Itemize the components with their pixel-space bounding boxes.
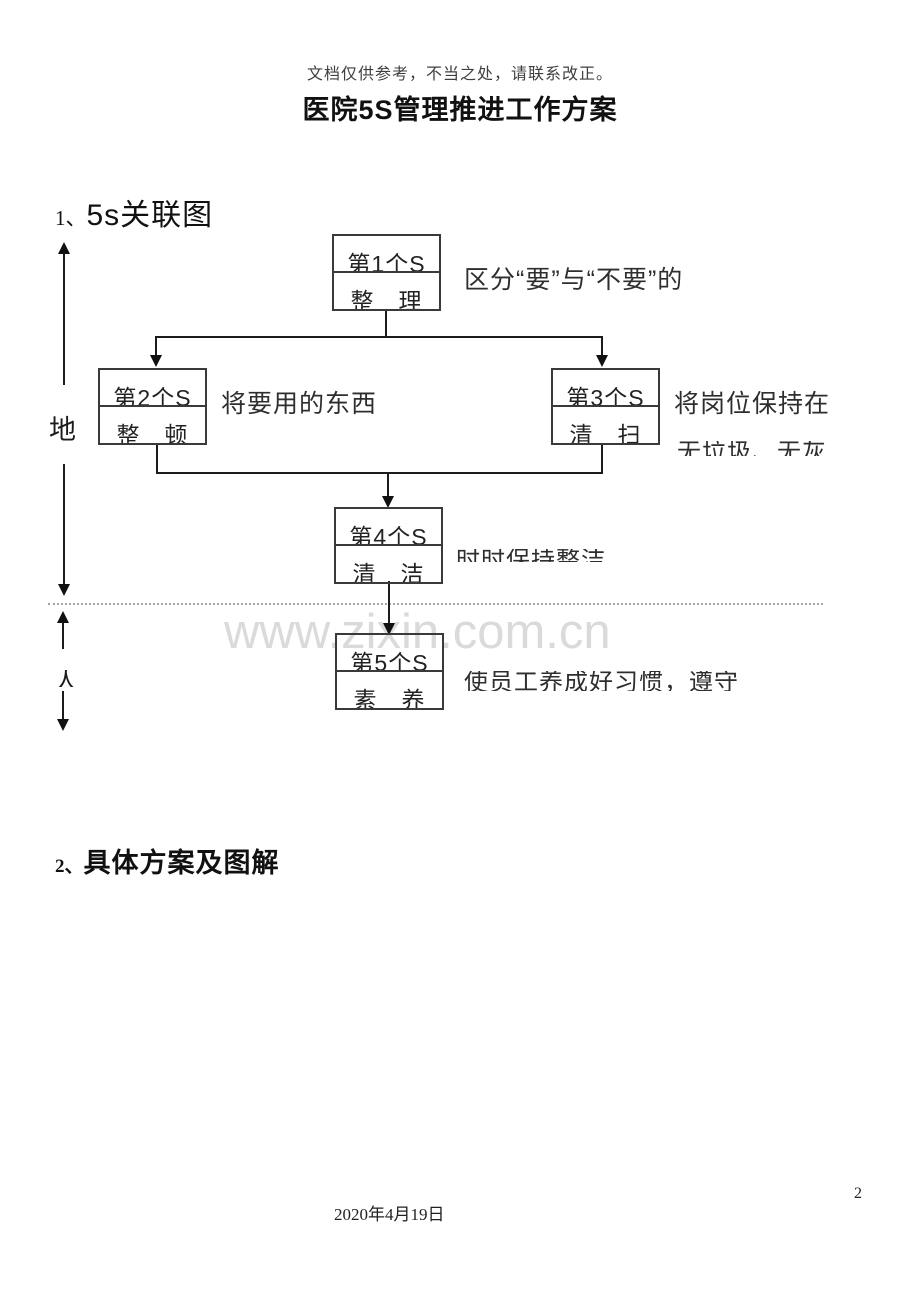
axis2-line-upper xyxy=(62,622,64,649)
note-s1: 区分“要”与“不要”的 xyxy=(464,266,684,294)
note-s4: 时时保持整洁 xyxy=(456,549,656,562)
axis2-line-lower xyxy=(62,691,64,720)
flow-box-s3-title-cell: 第3个S xyxy=(553,370,658,407)
section1-number: 1、 xyxy=(55,206,87,230)
flow-box-s4-name-cell: 清 洁 xyxy=(352,561,425,583)
watermark: www.zixin.com.cn xyxy=(224,605,611,659)
note-s3-line1: 将岗位保持在 xyxy=(674,390,831,418)
page-title: 医院5S管理推进工作方案 xyxy=(302,95,618,125)
axis-line-upper xyxy=(63,253,65,385)
axis-arrowhead-down xyxy=(58,584,70,596)
note-s2: 将要用的东西 xyxy=(221,390,378,418)
connector-drop-right xyxy=(601,336,603,357)
flow-box-s2-title-cell: 第2个S xyxy=(100,370,205,407)
axis2-arrowhead-down xyxy=(57,719,69,731)
connector-s5-stem xyxy=(388,581,390,625)
section1-heading: 1、5s关联图 xyxy=(55,190,213,234)
flow-box-s3: 第3个S 清 扫 xyxy=(551,368,660,445)
connector-arrowhead-s5 xyxy=(383,623,395,635)
note-s5: 使员工养成好习惯，遵守 xyxy=(464,671,739,691)
flow-box-s2: 第2个S 整 顿 xyxy=(98,368,207,445)
axis-line-lower xyxy=(63,464,65,585)
axis2-arrowhead-up xyxy=(57,611,69,623)
connector-join-bar xyxy=(156,472,603,474)
flow-box-s5: 第5个S 素 养 xyxy=(335,633,444,710)
flow-box-s5-name-cell: 素 养 xyxy=(353,687,426,709)
flow-box-s2-name-cell: 整 顿 xyxy=(116,422,189,444)
flow-box-s4: 第4个S 清 洁 xyxy=(334,507,443,584)
flow-box-s1-title-cell: 第1个S xyxy=(334,236,439,273)
axis-arrowhead-up xyxy=(58,242,70,254)
footer-date: 2020年4月19日 xyxy=(334,1205,445,1224)
connector-drop-left xyxy=(155,336,157,357)
page-number: 2 xyxy=(854,1185,862,1202)
connector-s2-down xyxy=(156,443,158,474)
dotted-divider-line xyxy=(48,603,823,605)
note-s3-line2: 无垃圾、无灰 xyxy=(677,441,827,456)
axis-label-ground: 地 xyxy=(49,415,76,445)
connector-s4-stem xyxy=(387,472,389,498)
connector-split-bar xyxy=(156,336,603,338)
disclaimer-text: 文档仅供参考，不当之处，请联系改正。 xyxy=(306,66,613,83)
section2-heading: 2、具体方案及图解 xyxy=(55,841,280,880)
connector-s3-down xyxy=(601,443,603,474)
connector-s1-stem xyxy=(385,311,387,337)
flow-box-s4-title-cell: 第4个S xyxy=(336,509,441,546)
section2-number: 2、 xyxy=(55,856,84,877)
flow-box-s1: 第1个S 整 理 xyxy=(332,234,441,311)
flow-box-s3-name-cell: 清 扫 xyxy=(569,422,642,444)
section1-title: 5s关联图 xyxy=(86,199,214,232)
connector-arrowhead-s2 xyxy=(150,355,162,367)
connector-arrowhead-s4 xyxy=(382,496,394,508)
section2-title: 具体方案及图解 xyxy=(83,848,280,878)
flow-box-s1-name-cell: 整 理 xyxy=(350,288,423,310)
axis-label-people: 人 xyxy=(54,670,79,687)
connector-arrowhead-s3 xyxy=(596,355,608,367)
flow-box-s5-title-cell: 第5个S xyxy=(337,635,442,672)
